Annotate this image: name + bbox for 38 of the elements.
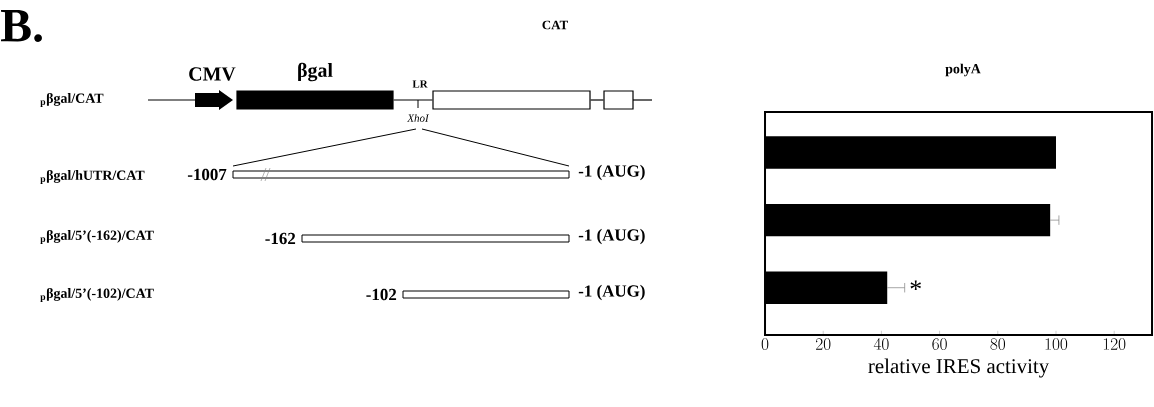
node-label: -162 [265, 232, 296, 245]
gene-label: CAT [542, 20, 568, 30]
site-label: LR [412, 80, 428, 88]
bar-chart: 0 20 40 60 80 100 120 * relative IRES activity [761, 111, 1153, 378]
node-label: -1 (AUG) [578, 164, 645, 181]
bar [765, 136, 1056, 169]
utr-bar: -162 -1 (AUG) [265, 228, 645, 245]
backbone-line [393, 99, 433, 101]
construct-label: $_{p}$βgal/5’(-102)/CAT [40, 287, 154, 303]
annotation: * [910, 280, 921, 291]
backbone-line [590, 99, 604, 101]
node-label: -1007 [187, 168, 227, 181]
site-label: XhoI [407, 114, 430, 122]
node-label: -1 (AUG) [578, 228, 645, 245]
panel-letter: B. [1, 10, 42, 42]
construct-label: $_{p}$βgal/5’(-162)/CAT [40, 229, 154, 245]
x-tick-label: 120 [1103, 338, 1126, 350]
construct-label: $_{p}$βgal/hUTR/CAT [40, 169, 145, 185]
gene-box: βgal [236, 62, 394, 110]
x-tick-label: 40 [873, 338, 889, 350]
bar [765, 271, 888, 304]
x-tick-label: 0 [761, 338, 769, 350]
bar [765, 203, 1051, 237]
gene-box [603, 90, 634, 110]
node-label: -1 (AUG) [578, 284, 645, 301]
utr-bar: -1007 -1 (AUG) [187, 164, 645, 181]
node-label: CMV [189, 67, 236, 81]
x-axis-title: relative IRES activity [868, 358, 1050, 378]
node-label: βgal [298, 62, 333, 82]
node-label: -102 [366, 288, 397, 301]
construct-label: $_{p}$βgal/CAT [40, 92, 104, 108]
gene-label: polyA [945, 63, 981, 77]
utr-bar: -102 -1 (AUG) [366, 284, 645, 301]
x-tick-label: 80 [990, 338, 1006, 350]
gene-box [432, 90, 591, 110]
x-tick-label: 60 [932, 338, 947, 350]
x-tick-label: 20 [816, 338, 831, 350]
x-tick-label: 100 [1045, 338, 1068, 350]
